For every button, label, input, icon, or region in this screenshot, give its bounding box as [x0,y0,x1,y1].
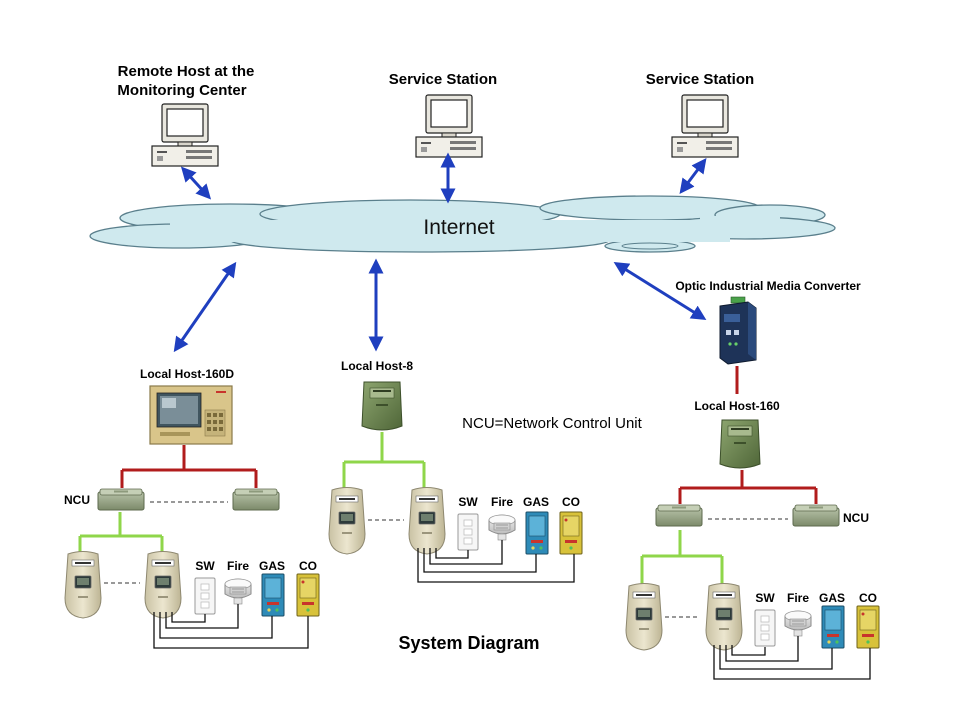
top-arrows [173,152,707,353]
right-meter-1-icon [625,583,663,651]
left-meter-2-icon [144,551,182,619]
arrow-remote-host [180,166,212,200]
remote-host-label-line1: Remote Host at the [118,63,255,80]
right-green-bus [640,530,724,584]
right-gas-detector-icon [821,605,845,649]
service-station-1-label: Service Station [389,71,497,88]
internet-label: Internet [423,216,494,239]
diagram-title: System Diagram [398,633,539,653]
left-red-bus [120,445,258,488]
left-fire-label: Fire [227,559,249,573]
right-fire-label: Fire [787,591,809,605]
left-green-bus [78,512,164,552]
local-host-8-label: Local Host-8 [341,359,413,373]
ncu-left-2-icon [232,488,280,511]
middle-co-detector-icon [559,511,583,555]
service-station-1-computer-icon [415,94,483,158]
ncu-right-2-icon [792,504,840,527]
remote-host-computer-icon [151,103,219,167]
local-host-160-label: Local Host-160 [694,399,780,413]
arrow-local-host-160d [173,261,237,353]
optic-converter-icon [719,296,757,365]
middle-switch-icon [457,513,479,551]
middle-gas-label: GAS [523,495,549,509]
middle-fire-label: Fire [491,495,513,509]
middle-gas-detector-icon [525,511,549,555]
middle-co-label: CO [562,495,580,509]
right-co-detector-icon [856,605,880,649]
right-gas-label: GAS [819,591,845,605]
left-co-detector-icon [296,573,320,617]
right-red-bus [678,470,818,504]
local-host-160-device-icon [719,419,761,469]
right-switch-icon [754,609,776,647]
middle-green-bus [342,432,426,488]
middle-sw-label: SW [458,495,478,509]
service-station-2-label: Service Station [646,71,754,88]
local-host-160d-panel-icon [149,385,233,445]
left-switch-icon [194,577,216,615]
local-host-8-device-icon [361,381,403,431]
middle-fire-detector-icon [488,514,516,541]
left-co-label: CO [299,559,317,573]
middle-meter-2-icon [408,487,446,555]
ncu-left-1-icon [97,488,145,511]
ncu-right-label: NCU [843,511,869,525]
right-sensor-wiring [713,636,871,680]
local-host-160d-label: Local Host-160D [140,367,234,381]
middle-sensor-wiring [417,540,575,583]
remote-host-label-line2: Monitoring Center [117,82,246,99]
optic-converter-label: Optic Industrial Media Converter [675,279,861,293]
service-station-2-computer-icon [671,94,739,158]
internet-cloud [89,195,836,253]
ncu-definition-text: NCU=Network Control Unit [462,415,642,432]
arrow-optic-converter [613,262,707,320]
right-fire-detector-icon [784,610,812,637]
left-meter-1-icon [64,551,102,619]
left-gas-label: GAS [259,559,285,573]
arrow-service-station-2 [679,158,707,194]
left-sw-label: SW [195,559,215,573]
left-fire-detector-icon [224,578,252,605]
right-meter-2-icon [705,583,743,651]
left-gas-detector-icon [261,573,285,617]
ncu-right-1-icon [655,504,703,527]
left-sensor-wiring [153,604,309,649]
middle-meter-1-icon [328,487,366,555]
ncu-left-label: NCU [64,493,90,507]
right-sw-label: SW [755,591,775,605]
right-co-label: CO [859,591,877,605]
